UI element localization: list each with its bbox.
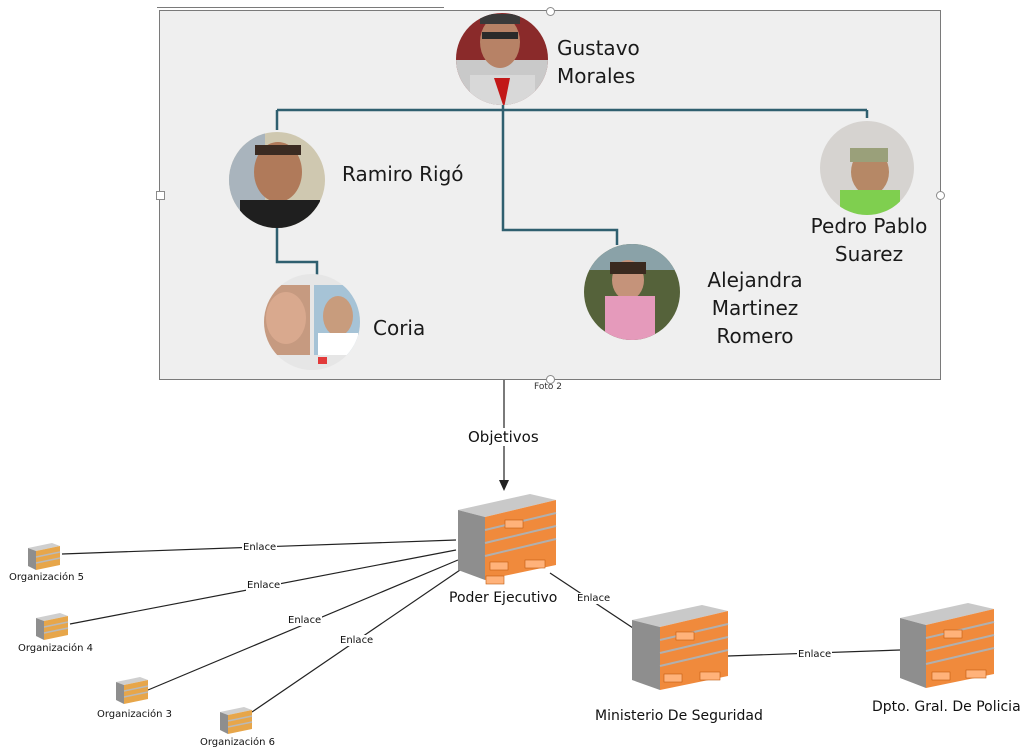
avatar-coria (264, 274, 360, 370)
name-line: Ramiro Rigó (342, 162, 464, 186)
edge-label: Enlace (246, 580, 282, 591)
edge-label: Enlace (797, 649, 833, 660)
edge-label: Enlace (576, 593, 612, 604)
arrow-head (499, 480, 509, 491)
node-label-org3[interactable]: Organización 3 (97, 709, 173, 720)
node-label-org5[interactable]: Organización 5 (9, 572, 85, 583)
objetivos-label: Objetivos (466, 428, 541, 446)
name-line: Alejandra (707, 268, 803, 292)
node-label-ministerio[interactable]: Ministerio De Seguridad (595, 708, 763, 724)
name-line: Suarez (834, 242, 904, 266)
node-label-org6[interactable]: Organización 6 (200, 737, 276, 748)
edge-label: Enlace (287, 615, 323, 626)
org-connectors (275, 105, 869, 275)
name-line: Gustavo (557, 36, 640, 60)
avatar-alejandra (584, 244, 680, 340)
node-label-dpto[interactable]: Dpto. Gral. De Policia (872, 699, 1021, 715)
resize-handle-top[interactable] (546, 7, 555, 16)
building-icon-org3 (116, 677, 149, 704)
avatar-gustavo (456, 13, 548, 105)
building-icon-org6 (220, 707, 253, 734)
resize-handle-left[interactable] (156, 191, 165, 200)
building-icon-poder-ejecutivo (458, 494, 557, 585)
name-line: Pedro Pablo (810, 214, 928, 238)
resize-handle-right[interactable] (936, 191, 945, 200)
edge-label: Enlace (339, 635, 375, 646)
name-coria: Coria (373, 314, 425, 342)
name-ramiro: Ramiro Rigó (342, 160, 464, 188)
node-label-poder[interactable]: Poder Ejecutivo (449, 590, 558, 606)
name-line: Romero (716, 324, 794, 348)
name-alejandra: Alejandra Martinez Romero (700, 266, 810, 350)
name-line: Martinez (711, 296, 799, 320)
building-icon-org5 (28, 543, 61, 570)
avatar-ramiro (229, 132, 325, 228)
photo-caption: Foto 2 (534, 382, 562, 392)
name-gustavo: Gustavo Morales (557, 34, 640, 90)
node-label-org4[interactable]: Organización 4 (18, 643, 94, 654)
resize-handle-bottom[interactable] (546, 375, 555, 384)
name-pedro: Pedro Pablo Suarez (804, 212, 934, 268)
avatar-pedro (820, 121, 914, 215)
building-icon-ministerio (632, 605, 729, 690)
name-line: Morales (557, 64, 636, 88)
frame-top-edge (157, 7, 444, 8)
building-icon-dpto (900, 603, 995, 688)
building-icon-org4 (36, 613, 69, 640)
edge-label: Enlace (242, 542, 278, 553)
name-line: Coria (373, 316, 426, 340)
